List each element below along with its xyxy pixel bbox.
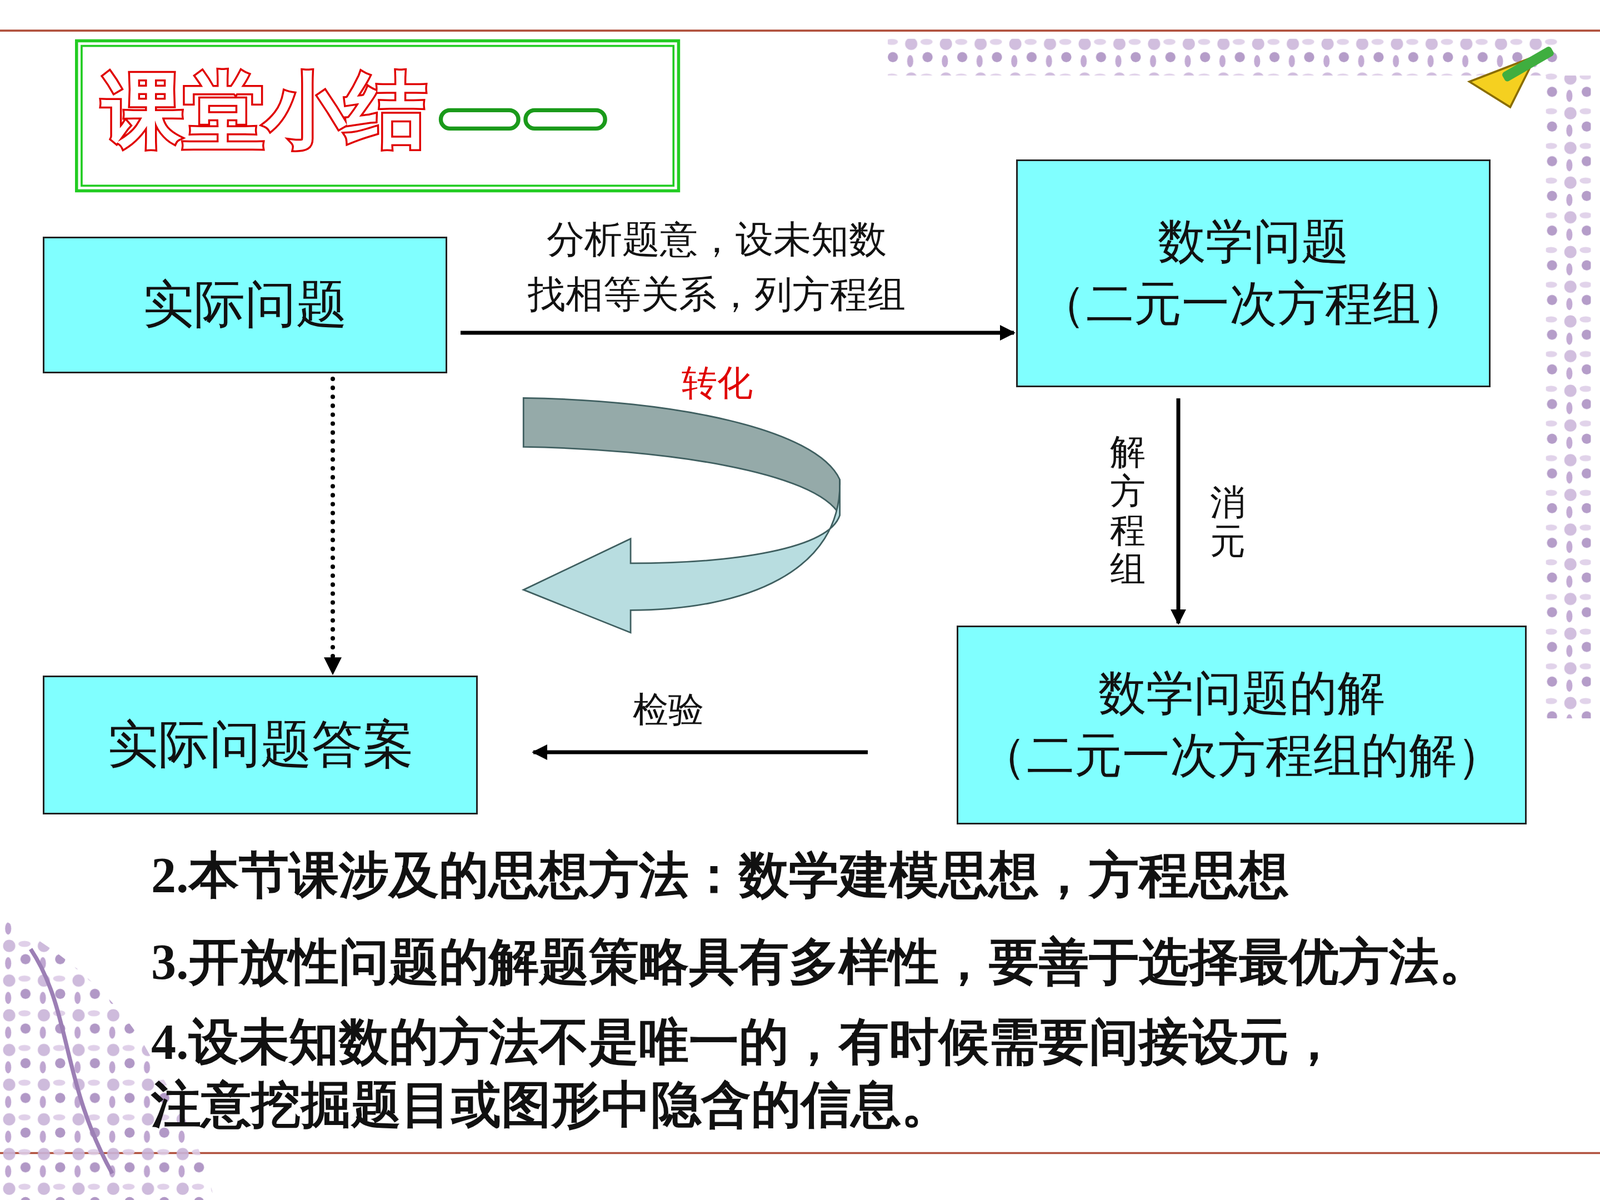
- title-dash: [525, 110, 605, 129]
- box-text: （二元一次方程组的解）: [978, 725, 1505, 788]
- dotted-arrow: [330, 378, 335, 674]
- transform-label: 转化: [681, 358, 753, 408]
- decoration: [523, 397, 840, 515]
- flow-arrow: [1176, 398, 1181, 624]
- title-frame: [76, 40, 679, 191]
- ruler-icon: [1469, 45, 1555, 108]
- edge-label: 分析题意，设未知数 找相等关系，列方程组: [516, 212, 918, 322]
- box-text: 数学问题的解: [1098, 662, 1385, 725]
- summary-point: 4.设未知数的方法不是唯一的，有时候需要间接设元， 注意挖掘题目或图形中隐含的信…: [151, 1010, 1463, 1137]
- box-text: 数学问题: [1157, 211, 1349, 274]
- flow-arrow: [533, 750, 868, 755]
- bottom-rule: [0, 1152, 1600, 1155]
- process-box: 实际问题答案: [42, 675, 478, 815]
- top-rule: [0, 29, 1600, 32]
- process-box: 数学问题的解（二元一次方程组的解）: [956, 625, 1527, 825]
- flow-arrow: [460, 331, 1014, 335]
- box-text: 实际问题答案: [107, 711, 414, 779]
- title-dash: [440, 110, 519, 129]
- decoration: [523, 479, 840, 633]
- process-box: 实际问题: [42, 236, 448, 374]
- floral-border: [1546, 75, 1592, 719]
- summary-point: 3.开放性问题的解题策略具有多样性，要善于选择最优方法。: [151, 930, 1489, 994]
- title-frame-inner: [81, 46, 674, 187]
- edge-label: 解方程组: [1110, 432, 1146, 590]
- floral-stem: [30, 948, 113, 1174]
- transform-arrow: [523, 397, 840, 633]
- step-label: 消元: [1210, 483, 1246, 562]
- summary-point: 2.本节课涉及的思想方法：数学建模思想，方程思想: [151, 843, 1289, 907]
- box-text: 实际问题: [142, 271, 348, 339]
- decoration: [1501, 45, 1555, 83]
- edge-label: 检验: [480, 684, 857, 737]
- floral-border: [887, 38, 1562, 76]
- slide-title: 课堂小结: [102, 65, 427, 155]
- process-box: 数学问题（二元一次方程组）: [1016, 159, 1491, 388]
- box-text: （二元一次方程组）: [1038, 273, 1469, 336]
